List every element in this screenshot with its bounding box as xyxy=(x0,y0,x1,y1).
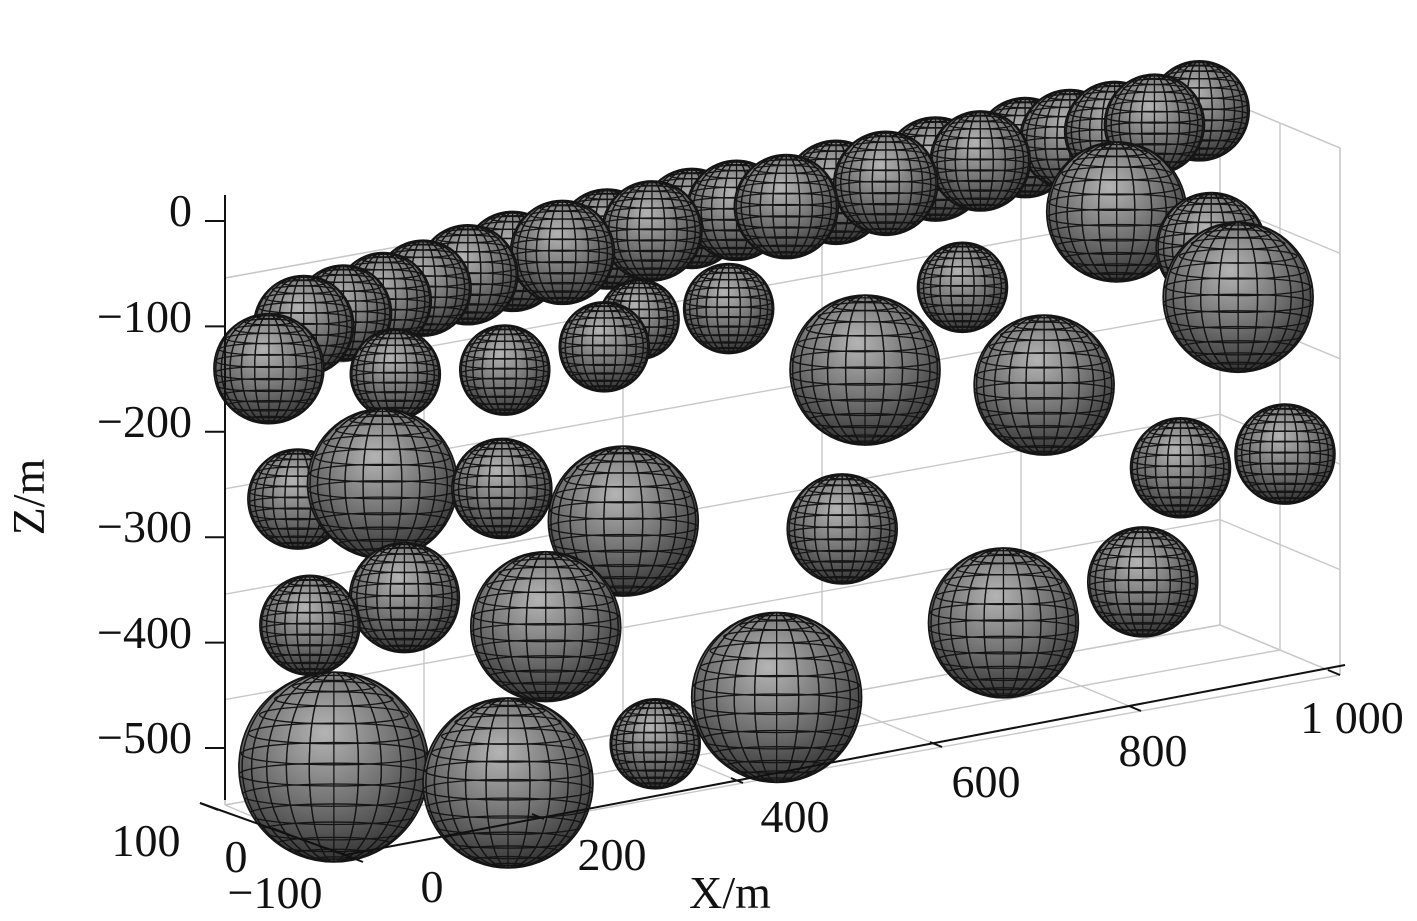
sphere xyxy=(238,671,430,863)
sphere xyxy=(1045,141,1188,283)
sphere xyxy=(558,301,651,393)
x-axis-line xyxy=(344,664,1346,856)
z-tick-label: −500 xyxy=(97,712,192,763)
sphere xyxy=(916,241,1009,334)
z-tick-label: −300 xyxy=(97,501,192,552)
x-tick-label: 800 xyxy=(1119,725,1188,776)
sphere xyxy=(929,110,1032,212)
sphere xyxy=(458,324,551,416)
z-axis-label: Z/m xyxy=(3,458,54,535)
x-axis-tick xyxy=(531,813,545,820)
sphere xyxy=(1162,221,1314,374)
sphere xyxy=(469,550,622,703)
z-tick-label: −200 xyxy=(97,396,192,447)
sphere xyxy=(690,611,863,784)
axes xyxy=(199,195,1346,863)
sphere xyxy=(1129,416,1232,519)
sphere xyxy=(832,130,939,237)
sphere xyxy=(213,312,325,425)
y-axis-tick xyxy=(199,802,219,811)
sphere xyxy=(349,328,442,420)
sphere xyxy=(1086,526,1199,638)
sphere xyxy=(682,262,775,355)
sphere xyxy=(306,407,459,560)
sphere xyxy=(422,697,594,869)
y-axis-tick-labels: −100 0 100 xyxy=(112,815,323,918)
y-axis-tick xyxy=(271,827,291,836)
x-axis-tick xyxy=(1128,705,1142,712)
y-axis-tick xyxy=(344,854,364,863)
sphere xyxy=(789,294,941,446)
z-tick-label: −400 xyxy=(97,607,192,658)
sphere xyxy=(733,153,840,260)
sphere xyxy=(348,541,461,654)
sphere xyxy=(509,199,616,306)
x-tick-label: 200 xyxy=(578,829,647,880)
y-tick-label: −100 xyxy=(228,867,323,918)
sphere xyxy=(973,314,1115,456)
spheres xyxy=(213,60,1336,869)
sphere xyxy=(927,547,1080,699)
back-wall-gridline xyxy=(224,518,1221,701)
x-axis-tick-labels: 0 200 400 600 800 1 000 xyxy=(421,692,1404,912)
sphere xyxy=(601,180,703,282)
sphere xyxy=(786,473,899,585)
x-axis-tick xyxy=(1327,669,1341,676)
z-axis-tick-labels: 0 −100 −200 −300 −400 −500 xyxy=(97,185,192,763)
x-tick-label: 400 xyxy=(761,791,830,842)
sphere xyxy=(259,574,361,677)
y-tick-label: 100 xyxy=(112,815,181,866)
x-axis-tick xyxy=(730,777,744,784)
z-tick-label: 0 xyxy=(169,185,192,236)
z-tick-label: −100 xyxy=(97,291,192,342)
x-axis-tick xyxy=(929,741,943,748)
sphere xyxy=(609,698,702,790)
x-axis-label: X/m xyxy=(689,867,771,918)
x-tick-label: 600 xyxy=(952,756,1021,807)
sphere xyxy=(1234,403,1336,505)
sphere xyxy=(451,437,553,540)
x-axis-tick xyxy=(332,849,346,856)
x-tick-label: 1 000 xyxy=(1300,692,1404,743)
y-tick-label: 0 xyxy=(225,831,248,882)
x-tick-label: 0 xyxy=(421,861,444,912)
